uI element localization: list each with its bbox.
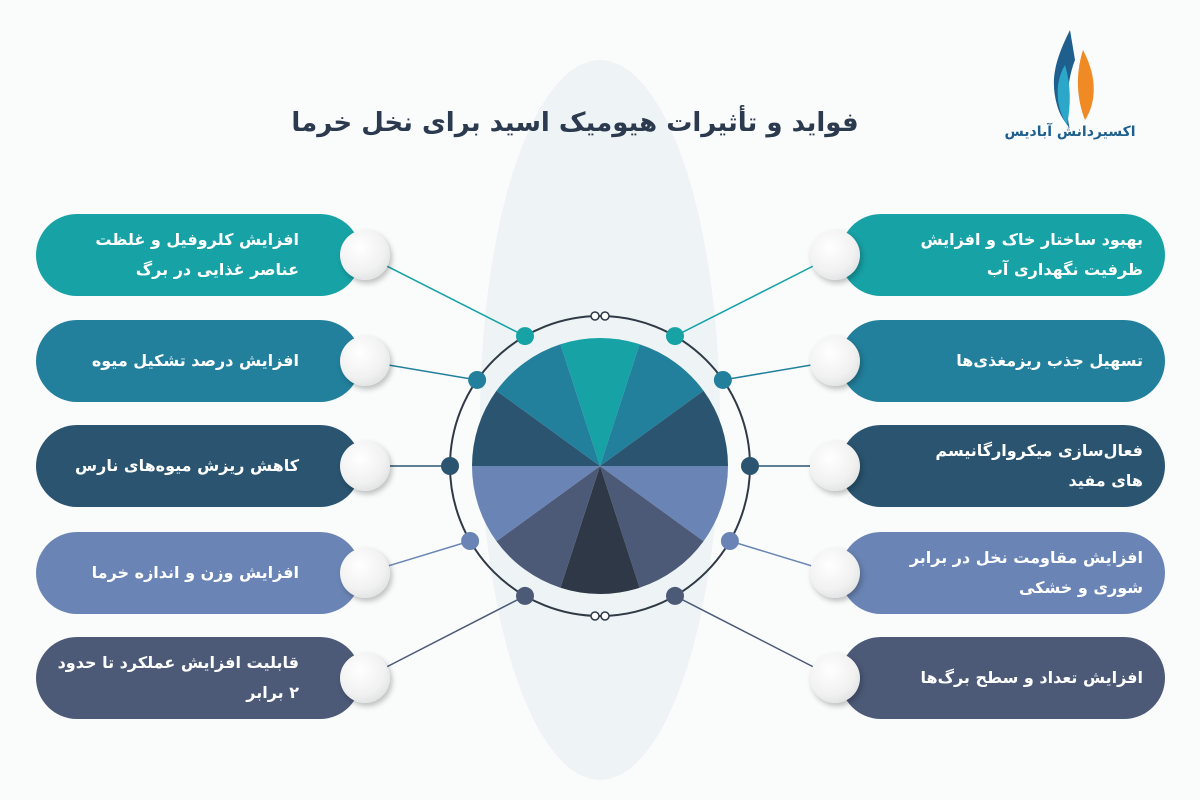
ring-link-dot: [590, 611, 600, 621]
logo-flame-icon: [1053, 30, 1094, 130]
knob-circle: [340, 548, 390, 598]
pie-slice: [472, 390, 600, 466]
pie-slice: [496, 466, 600, 588]
right-benefit-card: افزایش مقاومت نخل در برابر شوری و خشکی: [840, 532, 1165, 614]
ring-dot: [461, 532, 480, 550]
pie-slice: [600, 466, 728, 542]
benefit-label: افزایش کلروفیل و غلظت عناصر غذایی در برگ: [95, 230, 299, 279]
ring-dot: [516, 327, 534, 346]
connector-line: [364, 595, 526, 679]
left-benefit-card: افزایش وزن و اندازه خرما: [36, 532, 361, 614]
ring-dot: [666, 327, 684, 346]
left-benefit-card: کاهش ریزش میوه‌های نارس: [36, 425, 361, 507]
benefit-label: افزایش وزن و اندازه خرما: [91, 563, 299, 582]
pie-slice: [600, 390, 728, 466]
connector-line: [364, 254, 526, 337]
knob-circle: [810, 230, 860, 280]
pie-slice: [560, 337, 640, 466]
pie-slice: [600, 466, 704, 588]
right-benefit-card: فعال‌سازی میکروارگانیسم های مفید: [840, 425, 1165, 507]
ring-link-dot: [600, 611, 610, 621]
knob-circle: [810, 441, 860, 491]
knob-circle: [810, 653, 860, 703]
ring-link-dot: [600, 311, 610, 321]
benefit-label: افزایش درصد تشکیل میوه: [91, 351, 299, 370]
ring-link-dot: [590, 311, 600, 321]
connector-line: [674, 595, 836, 679]
ring-dot: [713, 370, 732, 389]
knob-circle: [810, 548, 860, 598]
benefit-label: افزایش مقاومت نخل در برابر شوری و خشکی: [909, 548, 1143, 597]
left-benefit-card: افزایش درصد تشکیل میوه: [36, 320, 361, 402]
knob-circle: [340, 336, 390, 386]
ring-dot: [666, 586, 684, 605]
pie-slice: [560, 466, 640, 594]
benefit-label: کاهش ریزش میوه‌های نارس: [75, 456, 299, 475]
ring-dot: [468, 370, 487, 389]
left-benefit-card: افزایش کلروفیل و غلظت عناصر غذایی در برگ: [36, 214, 361, 296]
page-title: فواید و تأثیرات هیومیک اسید برای نخل خرم…: [291, 108, 859, 138]
right-benefit-card: تسهیل جذب ریزمغذی‌ها: [840, 320, 1165, 402]
benefit-label: فعال‌سازی میکروارگانیسم های مفید: [935, 441, 1143, 490]
logo-text: اکسیردانش آبادیس: [1004, 124, 1136, 140]
benefit-label: افزایش تعداد و سطح برگ‌ها: [920, 668, 1143, 687]
benefit-label: قابلیت افزایش عملکرد تا حدود ۲ برابر: [57, 653, 299, 702]
knob-circle: [340, 230, 390, 280]
pie-slice: [600, 344, 704, 466]
connector-line: [674, 254, 836, 337]
knob-circle: [340, 653, 390, 703]
benefit-label: بهبود ساختار خاک و افزایش ظرفیت نگهداری …: [920, 230, 1143, 279]
left-benefit-card: قابلیت افزایش عملکرد تا حدود ۲ برابر: [36, 637, 361, 719]
ring-dot: [741, 457, 759, 475]
pie-slice: [472, 466, 600, 542]
ring-dot: [720, 532, 739, 550]
ring-dot: [516, 586, 534, 605]
knob-circle: [340, 441, 390, 491]
right-benefit-card: بهبود ساختار خاک و افزایش ظرفیت نگهداری …: [840, 214, 1165, 296]
benefit-label: تسهیل جذب ریزمغذی‌ها: [956, 351, 1143, 370]
knob-circle: [810, 336, 860, 386]
right-benefit-card: افزایش تعداد و سطح برگ‌ها: [840, 637, 1165, 719]
ring-dot: [441, 457, 459, 475]
pie-slice: [496, 344, 600, 466]
